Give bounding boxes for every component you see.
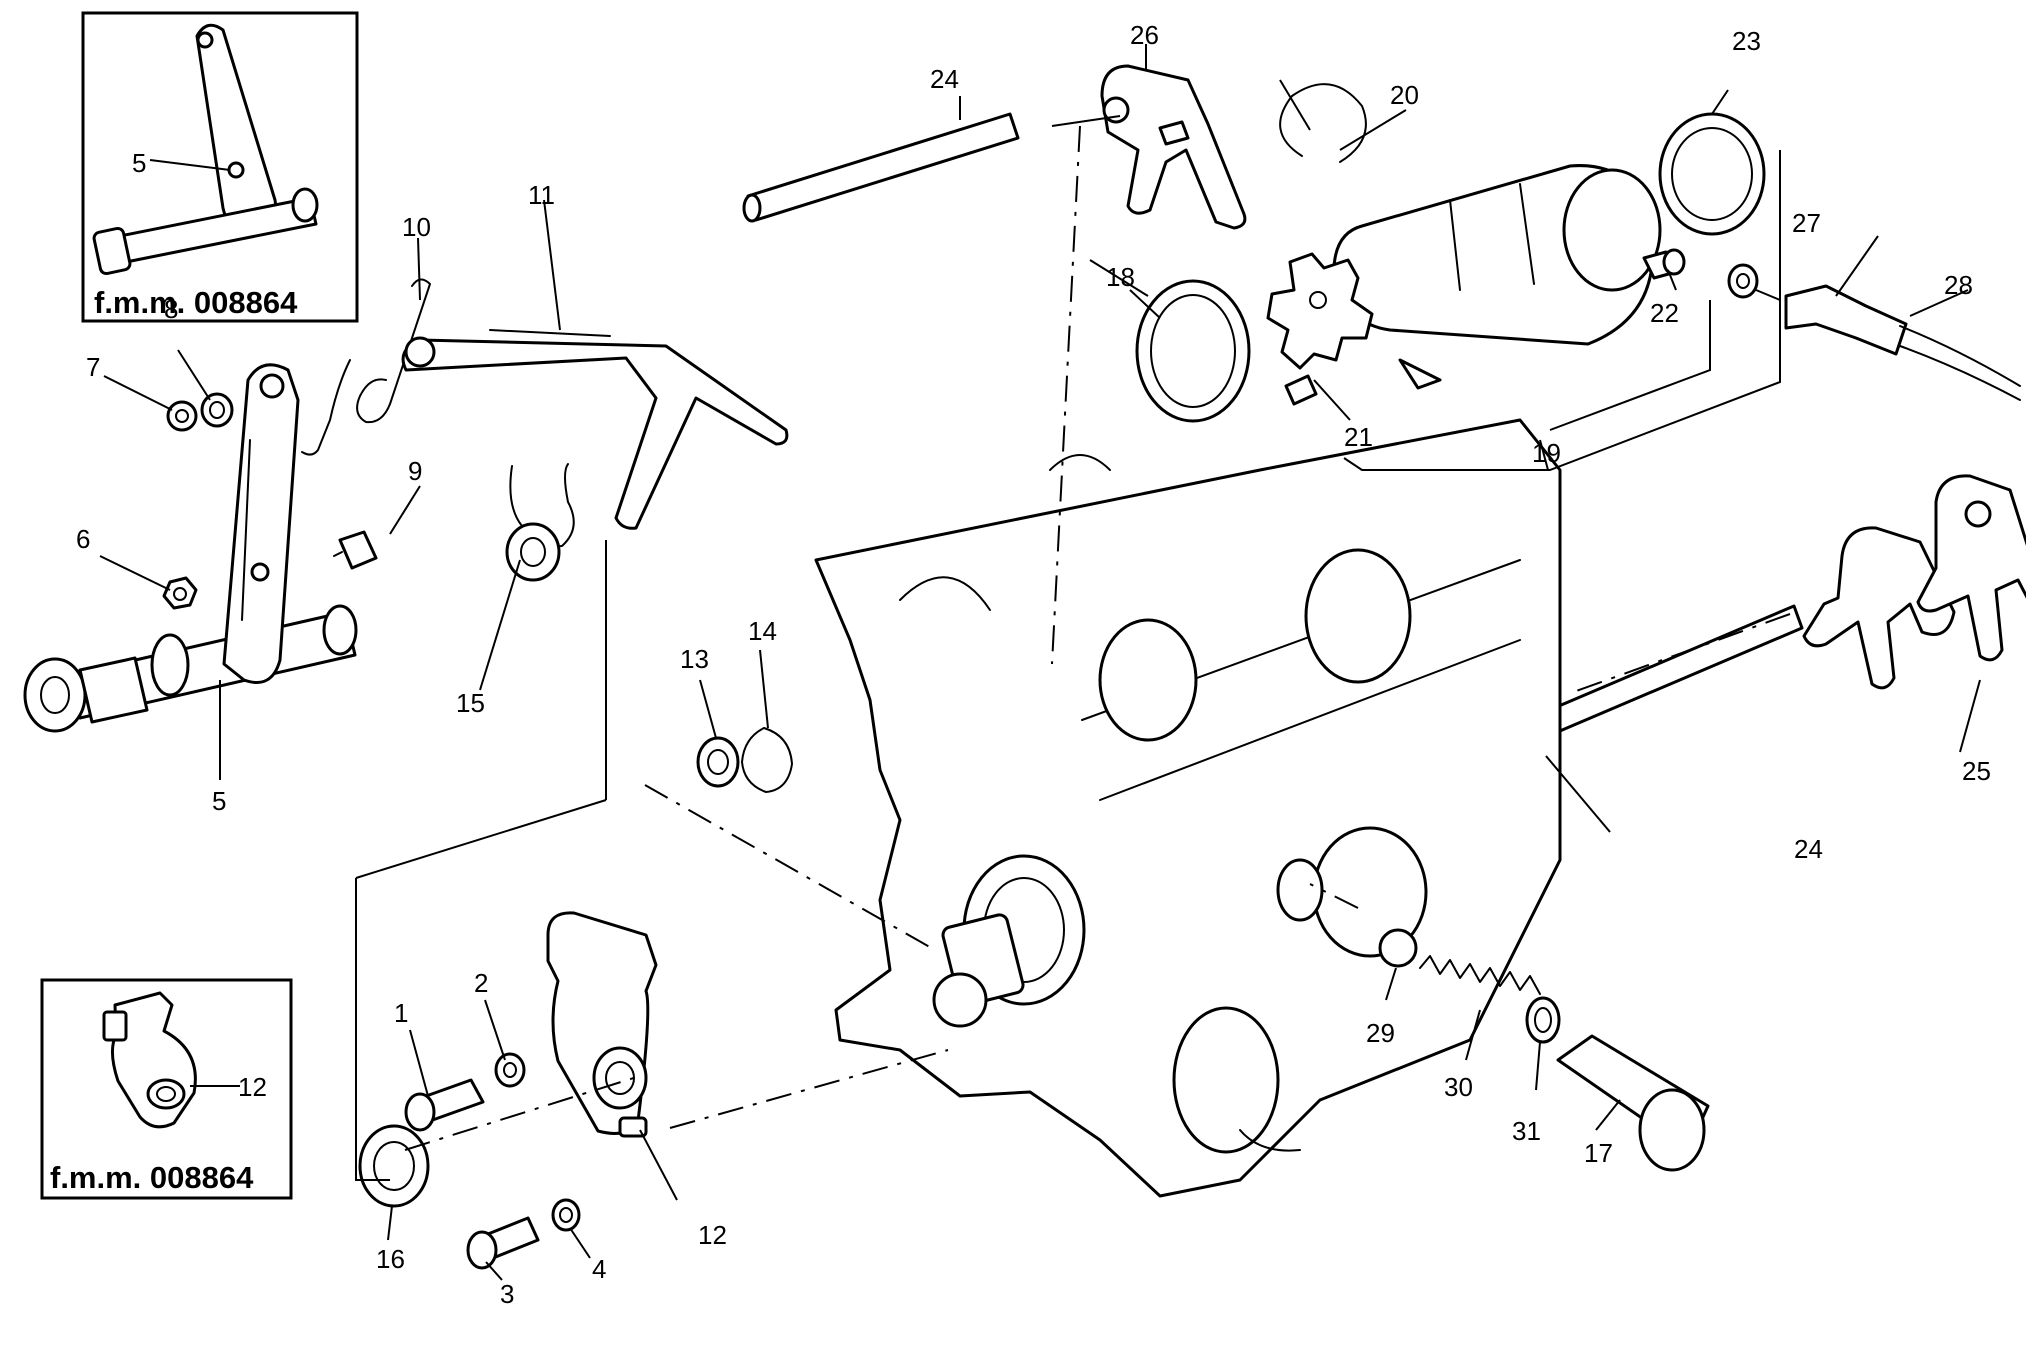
seal-16 (358, 1124, 430, 1208)
callout-17: 17 (1584, 1138, 1613, 1168)
callout-6: 6 (76, 524, 90, 554)
callout-30: 30 (1444, 1072, 1473, 1102)
shaft-24-top (742, 112, 1020, 223)
fork-26 (1100, 64, 1247, 230)
ring-13 (696, 736, 740, 788)
washer-31 (1525, 996, 1561, 1044)
inset-gear-lever: 5 f.m.m. 008864 (81, 11, 359, 323)
plate-12 (546, 911, 658, 1138)
callout-7: 7 (86, 352, 100, 382)
spring-30 (1419, 955, 1541, 995)
callouts: 1 2 3 4 5 6 7 8 9 10 11 12 13 14 15 16 1… (76, 20, 1991, 1309)
callout-24-top: 24 (930, 64, 959, 94)
callout-20: 20 (1390, 80, 1419, 110)
callout-14: 14 (748, 616, 777, 646)
plug-17 (1556, 1034, 1710, 1172)
selector-arm-11 (401, 329, 789, 530)
spring-15 (505, 463, 575, 582)
callout-29: 29 (1366, 1018, 1395, 1048)
leader-lines (99, 44, 1981, 1281)
callout-27: 27 (1792, 208, 1821, 238)
callout-26: 26 (1130, 20, 1159, 50)
callout-8: 8 (164, 294, 178, 324)
callout-21: 21 (1344, 422, 1373, 452)
inset-label-bottom: f.m.m. 008864 (50, 1160, 254, 1195)
direction-arrow (1398, 358, 1442, 390)
alignment-lines (404, 115, 1791, 1151)
washer-7 (166, 400, 198, 432)
callout-18: 18 (1106, 262, 1135, 292)
nut-6 (162, 576, 198, 610)
bolt-1 (404, 1078, 485, 1132)
callout-10: 10 (402, 212, 431, 242)
gear-shift-shaft (23, 363, 358, 733)
callout-1: 1 (394, 998, 408, 1028)
callout-11: 11 (528, 180, 555, 210)
ring-18 (1135, 279, 1251, 423)
callout-5-inset: 5 (132, 148, 146, 178)
inset-label-top: f.m.m. 008864 (94, 285, 298, 320)
washer-27 (1727, 263, 1759, 299)
circlip-14 (741, 727, 793, 793)
callout-15: 15 (456, 688, 485, 718)
forks-25 (1802, 474, 2026, 690)
shaft-24-right (1520, 604, 1804, 746)
bolt-3 (466, 1216, 540, 1270)
callout-25: 25 (1962, 756, 1991, 786)
callout-23: 23 (1732, 26, 1761, 56)
pin-21 (1284, 374, 1351, 421)
callout-31: 31 (1512, 1116, 1541, 1146)
callout-2: 2 (474, 968, 488, 998)
washer-4 (551, 1198, 581, 1232)
callout-5: 5 (212, 786, 226, 816)
pin-9 (333, 530, 378, 570)
washer-8 (200, 392, 234, 428)
ball-29 (1378, 928, 1418, 968)
callout-4: 4 (592, 1254, 606, 1284)
spring-10 (301, 278, 431, 456)
callout-28: 28 (1944, 270, 1973, 300)
washer-2 (494, 1052, 526, 1088)
callout-22: 22 (1650, 298, 1679, 328)
callout-3: 3 (500, 1279, 514, 1309)
pin-22 (1642, 248, 1686, 280)
callout-19: 19 (1532, 438, 1561, 468)
callout-13: 13 (680, 644, 709, 674)
selector-drum-19 (1266, 164, 1662, 370)
inset-plate: 12 f.m.m. 008864 (40, 978, 293, 1200)
callout-12: 12 (698, 1220, 727, 1250)
crankcase (814, 418, 1562, 1198)
neutral-sensor-28 (1784, 284, 2021, 401)
callout-12-inset: 12 (238, 1072, 267, 1102)
callout-16: 16 (376, 1244, 405, 1274)
callout-24-right: 24 (1794, 834, 1823, 864)
circlip-20 (1279, 83, 1367, 163)
callout-9: 9 (408, 456, 422, 486)
ring-23 (1658, 112, 1766, 236)
